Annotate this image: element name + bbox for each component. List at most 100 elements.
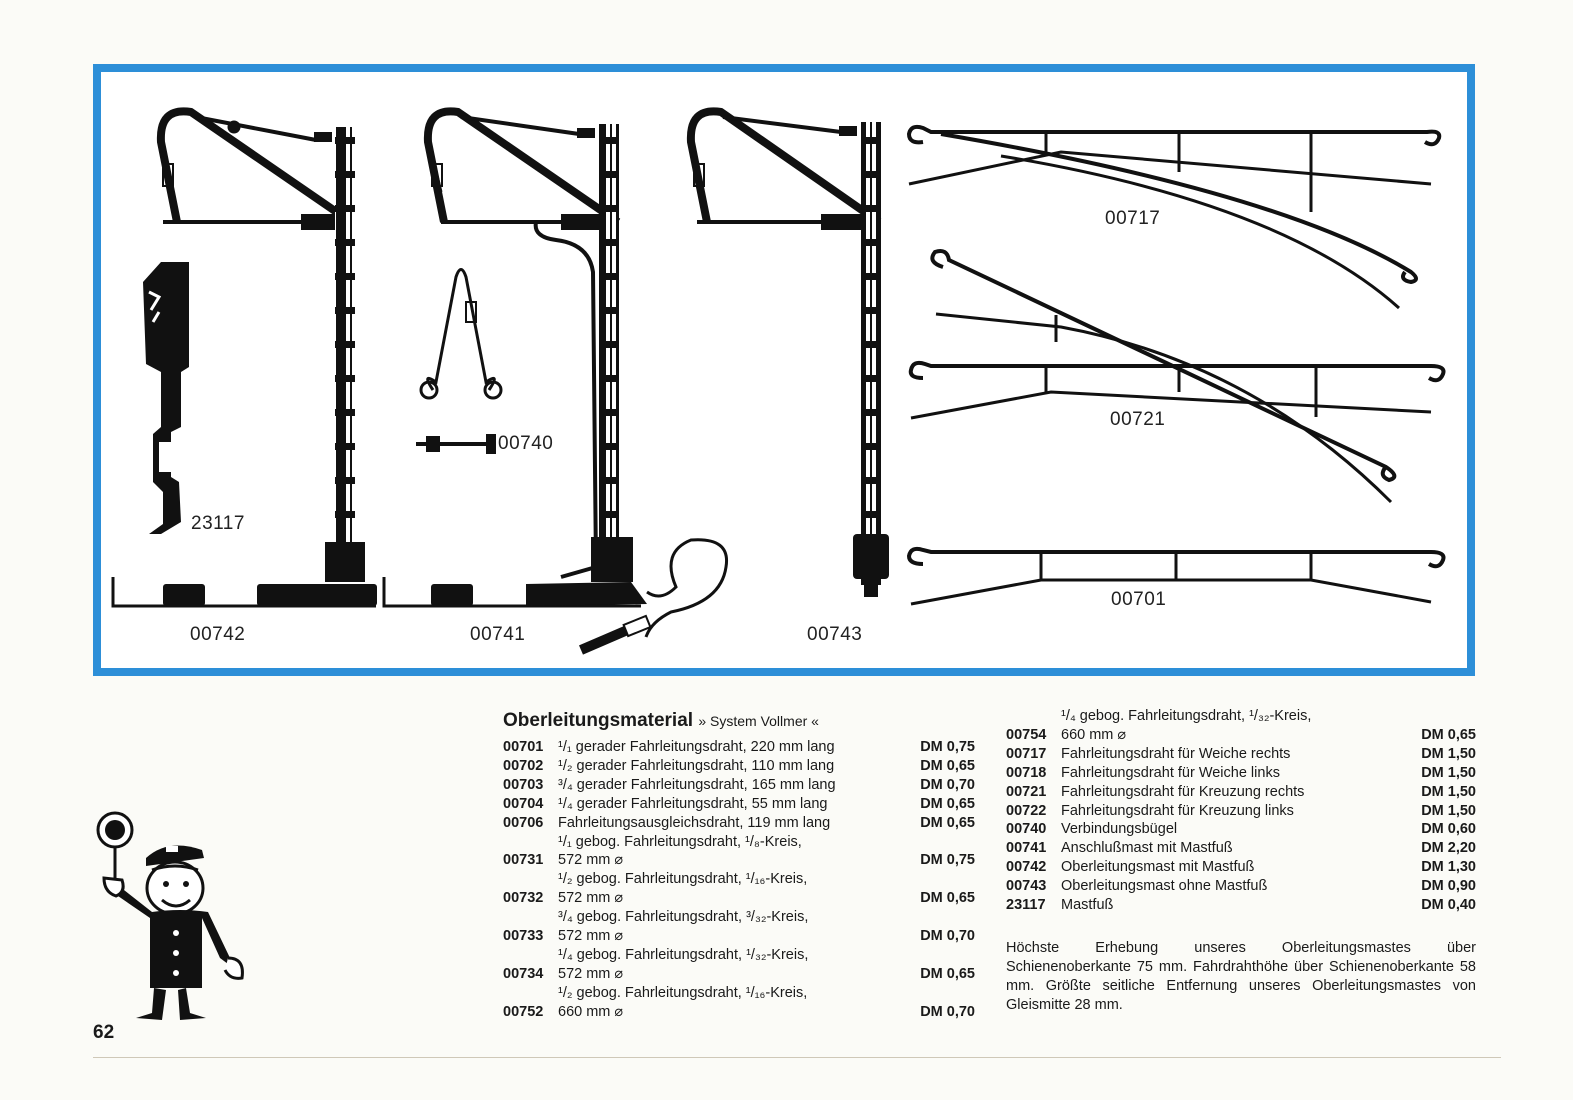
- item-description: Verbindungsbügel: [1061, 820, 1398, 839]
- item-description-line-2: 572 mm ⌀: [558, 852, 624, 869]
- catalog-row: 00754 ¹/₄ gebog. Fahrleitungsdraht, ¹/₃₂-…: [1006, 707, 1476, 745]
- mast-00741-drawing: [382, 107, 729, 655]
- item-description: Oberleitungsmast mit Mastfuß: [1061, 858, 1398, 877]
- item-description-line: Fahrleitungsdraht für Kreuzung rechts: [1061, 783, 1305, 800]
- item-price: DM 0,65: [920, 814, 975, 831]
- item-price: DM 1,50: [1421, 764, 1476, 781]
- item-description-line: Fahrleitungsdraht für Weiche links: [1061, 764, 1280, 781]
- item-description-line: Fahrleitungsdraht für Weiche rechts: [1061, 745, 1291, 762]
- catalog-row: 00718 Fahrleitungsdraht für Weiche links D…: [1006, 764, 1476, 783]
- item-description: Fahrleitungsdraht für Weiche rechts: [1061, 745, 1398, 764]
- item-code: 00717: [1006, 745, 1047, 762]
- item-description: Anschlußmast mit Mastfuß: [1061, 839, 1398, 858]
- item-description-line: ³/₄ gebog. Fahrleitungsdraht, ³/₃₂-Kreis…: [558, 909, 809, 926]
- item-code: 00733: [503, 928, 544, 945]
- wire-00721-drawing: [908, 249, 1446, 504]
- label-00701: 00701: [1111, 589, 1167, 610]
- item-price: DM 0,75: [920, 852, 975, 869]
- item-description: Fahrleitungsdraht für Weiche links: [1061, 764, 1398, 783]
- item-description-line-2: 660 mm ⌀: [1061, 726, 1127, 743]
- item-description: Mastfuß: [1061, 896, 1398, 915]
- catalog-title: Oberleitungsmaterial: [503, 710, 694, 731]
- item-price: DM 0,75: [920, 739, 975, 755]
- item-price: DM 0,65: [920, 965, 975, 982]
- item-description-line-2: 572 mm ⌀: [558, 928, 624, 945]
- item-description: ¹/₄ gebog. Fahrleitungsdraht, ¹/₃₂-Kreis…: [558, 946, 920, 984]
- catalog-row: 00731 ¹/₁ gebog. Fahrleitungsdraht, ¹/₈-K…: [503, 833, 975, 871]
- item-price: DM 1,50: [1421, 802, 1476, 819]
- item-price: DM 1,50: [1421, 745, 1476, 762]
- item-price: DM 0,65: [920, 795, 975, 812]
- item-code: 00741: [1006, 840, 1047, 857]
- item-price: DM 1,50: [1421, 783, 1476, 800]
- mast-00743-drawing: [686, 107, 889, 597]
- page-number: 62: [93, 1022, 115, 1043]
- label-23117: 23117: [191, 513, 245, 534]
- mast-00742-drawing: [111, 107, 377, 608]
- item-description: Fahrleitungsdraht für Kreuzung links: [1061, 802, 1398, 821]
- bottom-rule: [93, 1057, 1501, 1058]
- catalog-right-list: 00754 ¹/₄ gebog. Fahrleitungsdraht, ¹/₃₂-…: [1006, 707, 1476, 915]
- item-code: 00740: [1006, 821, 1047, 838]
- item-description-line-2: 572 mm ⌀: [558, 890, 624, 907]
- item-code: 23117: [1006, 897, 1046, 914]
- item-description: ¹/₂ gerader Fahrleitungsdraht, 110 mm la…: [558, 757, 920, 776]
- item-description-line: Anschlußmast mit Mastfuß: [1061, 840, 1233, 857]
- catalog-subtitle: » System Vollmer «: [698, 713, 819, 729]
- catalog-row: 00752 ¹/₂ gebog. Fahrleitungsdraht, ¹/₁₆-…: [503, 984, 975, 1022]
- wire-00701-drawing: [906, 546, 1446, 606]
- catenary-illustration: [111, 107, 1446, 655]
- catalog-left-column: Oberleitungsmaterial » System Vollmer « …: [503, 708, 975, 1022]
- item-description: ¹/₂ gebog. Fahrleitungsdraht, ¹/₁₆-Kreis…: [558, 870, 920, 908]
- item-description: Oberleitungsmast ohne Mastfuß: [1061, 877, 1398, 896]
- catalog-row: 00721 Fahrleitungsdraht für Kreuzung rech…: [1006, 783, 1476, 802]
- item-code: 00742: [1006, 859, 1047, 876]
- item-description: ³/₄ gerader Fahrleitungsdraht, 165 mm la…: [558, 776, 920, 795]
- catalog-row: 00706 Fahrleitungsausgleichsdraht, 119 mm…: [503, 814, 975, 833]
- mastfuss-23117-drawing: [143, 262, 189, 534]
- item-price: DM 0,70: [920, 776, 975, 793]
- item-description-line: ¹/₄ gebog. Fahrleitungsdraht, ¹/₃₂-Kreis…: [558, 946, 809, 963]
- illustration-frame: 00742 00741 00743 23117 00740 00717 0072…: [93, 64, 1475, 676]
- item-code: 00702: [503, 757, 544, 774]
- item-price: DM 0,65: [920, 890, 975, 907]
- item-description-line: ¹/₁ gebog. Fahrleitungsdraht, ¹/₈-Kreis,: [558, 833, 802, 850]
- catalog-row: 00702 ¹/₂ gerader Fahrleitungsdraht, 110 …: [503, 757, 975, 776]
- item-code: 00706: [503, 814, 544, 831]
- label-00717: 00717: [1105, 208, 1161, 229]
- item-description-line: ¹/₂ gerader Fahrleitungsdraht, 110 mm la…: [558, 757, 835, 774]
- item-code: 00743: [1006, 878, 1047, 895]
- item-description: ¹/₂ gebog. Fahrleitungsdraht, ¹/₁₆-Kreis…: [558, 984, 920, 1022]
- label-00721: 00721: [1110, 409, 1166, 430]
- item-code: 00731: [503, 852, 544, 869]
- item-description-line: Verbindungsbügel: [1061, 821, 1178, 838]
- catalog-row: 00722 Fahrleitungsdraht für Kreuzung link…: [1006, 802, 1476, 821]
- item-description-line: ¹/₂ gebog. Fahrleitungsdraht, ¹/₁₆-Kreis…: [558, 984, 808, 1001]
- item-code: 00752: [503, 1003, 544, 1020]
- item-description-line: ¹/₄ gebog. Fahrleitungsdraht, ¹/₃₂-Kreis…: [1061, 708, 1312, 724]
- item-code: 00754: [1006, 726, 1047, 743]
- item-description-line: Mastfuß: [1061, 897, 1114, 914]
- item-code: 00703: [503, 776, 544, 793]
- item-code: 00704: [503, 795, 544, 812]
- label-00742: 00742: [190, 624, 246, 645]
- catalog-row: 00733 ³/₄ gebog. Fahrleitungsdraht, ³/₃₂-…: [503, 908, 975, 946]
- item-code: 00734: [503, 965, 544, 982]
- item-price: DM 2,20: [1421, 840, 1476, 857]
- item-code: 00718: [1006, 764, 1047, 781]
- item-description-line: Oberleitungsmast mit Mastfuß: [1061, 859, 1255, 876]
- item-description-line: ¹/₁ gerader Fahrleitungsdraht, 220 mm la…: [558, 739, 835, 755]
- item-description-line: ¹/₂ gebog. Fahrleitungsdraht, ¹/₁₆-Kreis…: [558, 871, 808, 888]
- catalog-heading: Oberleitungsmaterial » System Vollmer «: [503, 708, 975, 734]
- item-description: ¹/₄ gebog. Fahrleitungsdraht, ¹/₃₂-Kreis…: [1061, 707, 1398, 745]
- item-code: 00721: [1006, 783, 1047, 800]
- label-00741: 00741: [470, 624, 526, 645]
- item-description-line-2: 572 mm ⌀: [558, 965, 624, 982]
- item-description: Fahrleitungsausgleichsdraht, 119 mm lang: [558, 814, 920, 833]
- item-code: 00722: [1006, 802, 1047, 819]
